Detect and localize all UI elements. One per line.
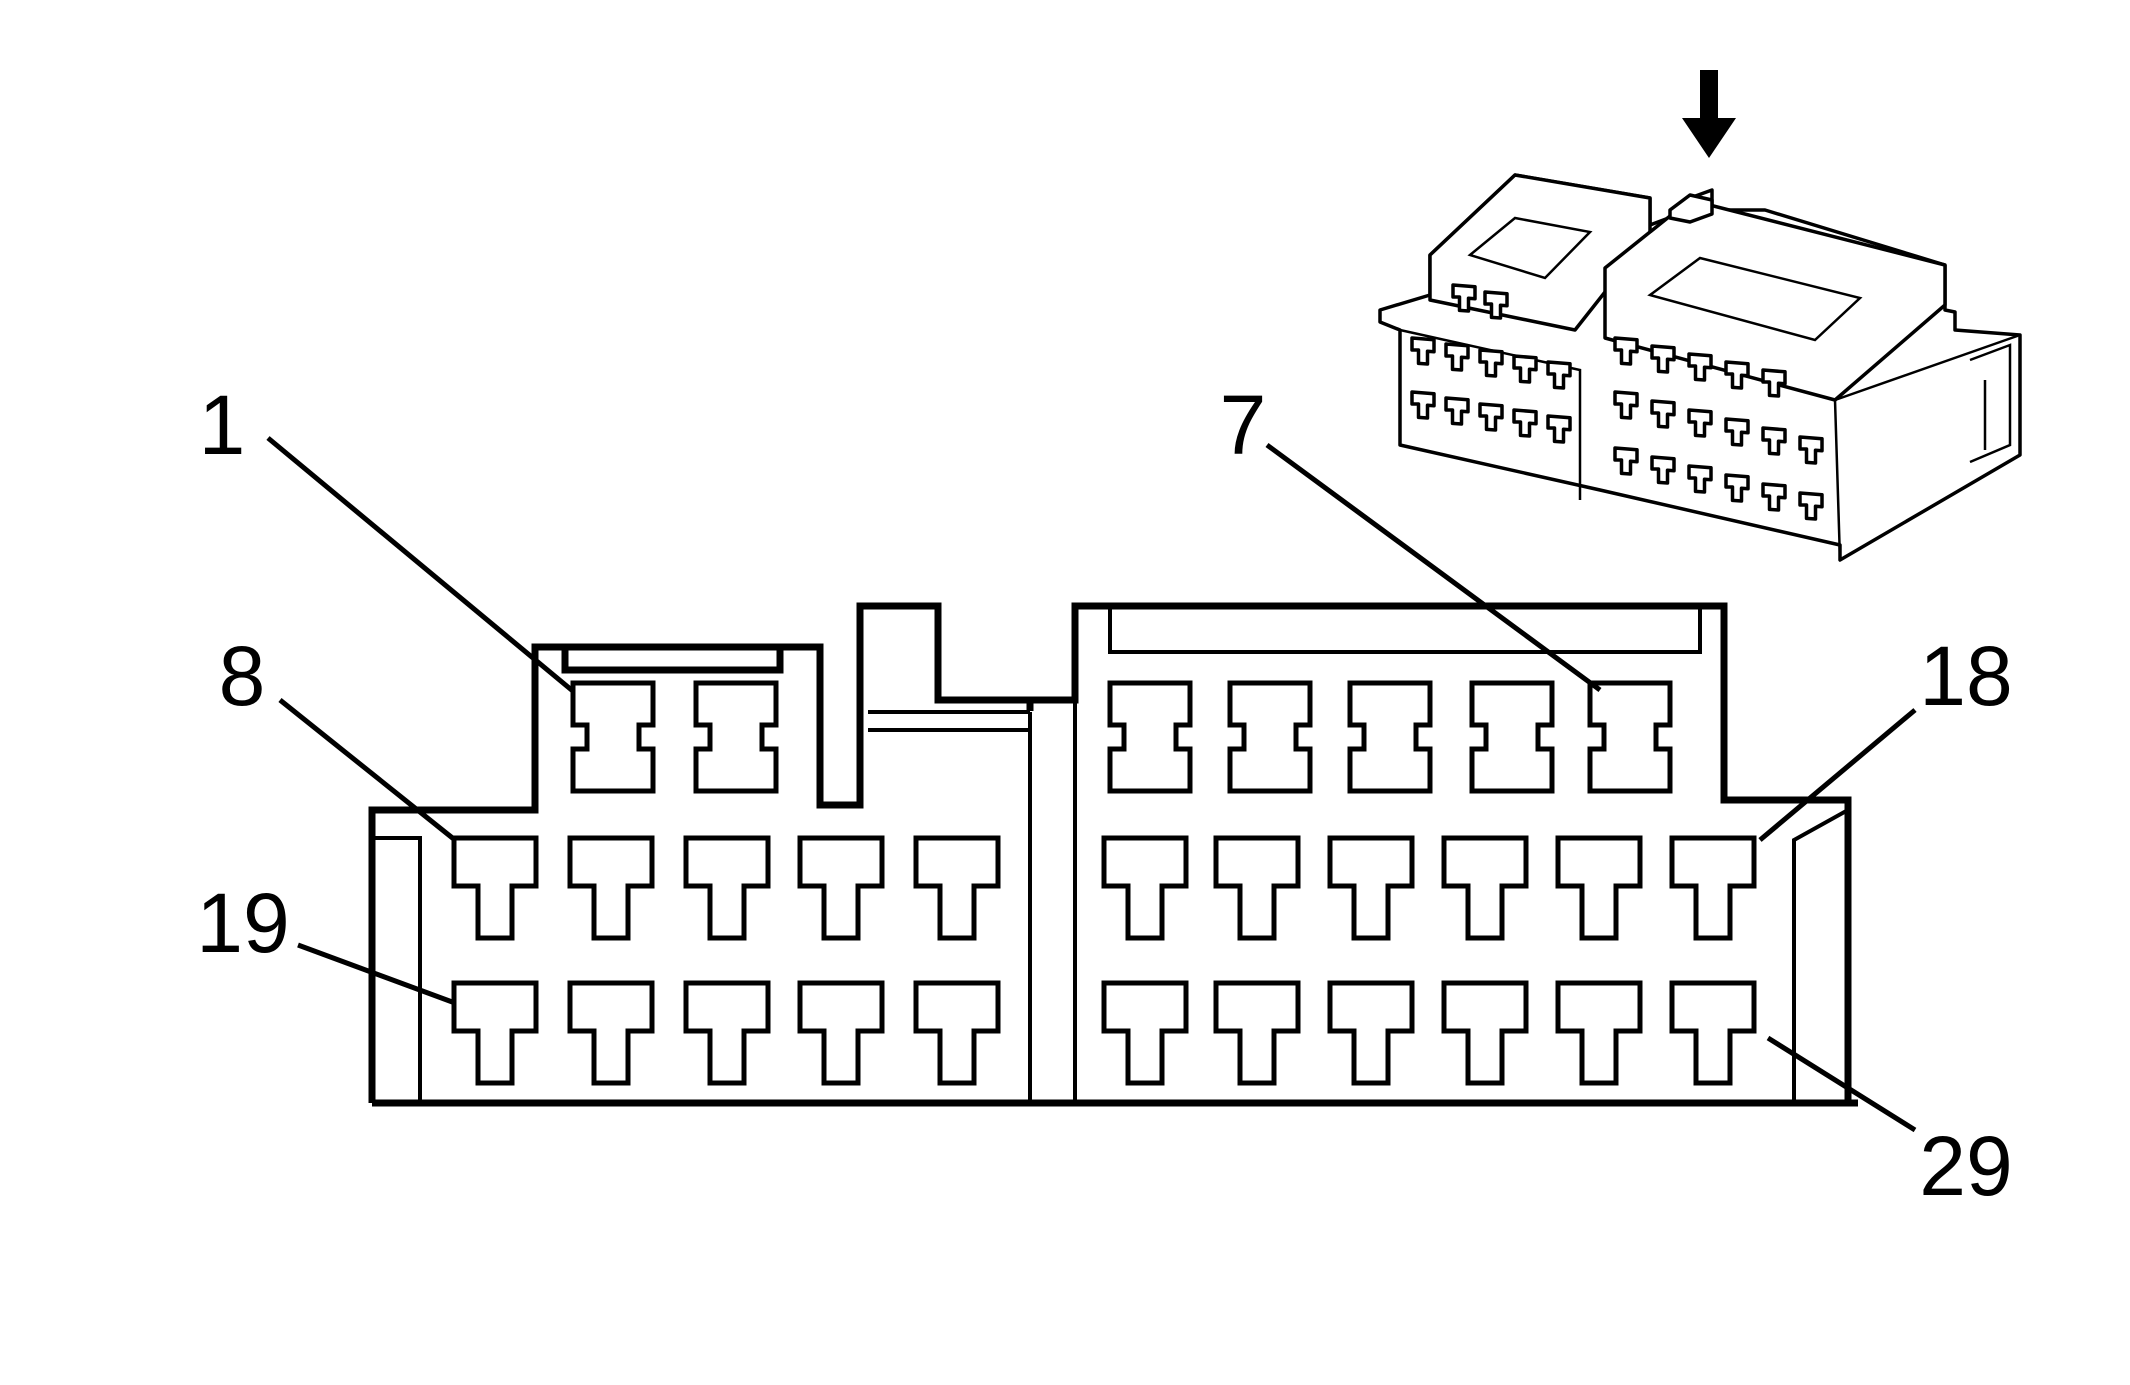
- cavity-upper: [1587, 680, 1673, 794]
- iso-cavity: [1761, 426, 1787, 456]
- connector-isometric-view: [1378, 70, 2022, 562]
- iso-cavity: [1444, 396, 1470, 426]
- cavity-terminal: [1555, 835, 1643, 941]
- label-pin-19: 19: [196, 876, 289, 970]
- iso-left-module-window: [1467, 216, 1593, 280]
- connector-housing-outline: [368, 602, 1858, 1107]
- cavity-grid: [451, 680, 1757, 1086]
- iso-cavity: [1546, 360, 1572, 390]
- cavity-terminal: [1213, 835, 1301, 941]
- cavity-terminal: [1101, 835, 1189, 941]
- cavity-upper: [1469, 680, 1555, 794]
- cavity-terminal: [1327, 980, 1415, 1086]
- right-block-recess: [1108, 606, 1702, 654]
- cavity-terminal: [1101, 980, 1189, 1086]
- leader-29: [1766, 1035, 1917, 1133]
- iso-cavity: [1478, 348, 1504, 378]
- iso-cavity: [1483, 290, 1509, 320]
- cavity-terminal: [683, 835, 771, 941]
- iso-cavity: [1546, 414, 1572, 444]
- center-divider: [868, 700, 1077, 1103]
- right-inner-wall: [1792, 808, 1849, 1103]
- iso-end-bracket: [1969, 343, 2012, 464]
- iso-cavity: [1512, 408, 1538, 438]
- leader-7: [1265, 442, 1602, 693]
- iso-latch: [1668, 193, 1714, 224]
- iso-cavity: [1613, 390, 1639, 420]
- iso-cavity: [1724, 360, 1750, 390]
- iso-cavity: [1512, 354, 1538, 384]
- iso-cavity: [1798, 491, 1824, 521]
- cavity-terminal: [451, 980, 539, 1086]
- iso-cavity: [1410, 336, 1436, 366]
- connector-front-face: [368, 602, 1858, 1107]
- leader-19: [297, 942, 456, 1006]
- cavity-upper: [1107, 680, 1193, 794]
- iso-cavity: [1451, 283, 1477, 313]
- iso-cavity: [1613, 446, 1639, 476]
- cavity-terminal: [1327, 835, 1415, 941]
- cavity-terminal: [1213, 980, 1301, 1086]
- iso-cavity: [1650, 455, 1676, 485]
- iso-cavity: [1687, 408, 1713, 438]
- iso-cavity: [1478, 402, 1504, 432]
- cavity-upper: [1347, 680, 1433, 794]
- iso-cavity: [1798, 435, 1824, 465]
- cavity-terminal: [1669, 835, 1757, 941]
- cavity-terminal: [1669, 980, 1757, 1086]
- cavity-upper: [1227, 680, 1313, 794]
- cavity-terminal: [797, 835, 885, 941]
- cavity-terminal: [567, 980, 655, 1086]
- iso-cavity: [1410, 390, 1436, 420]
- cavity-terminal: [913, 980, 1001, 1086]
- cavity-upper: [570, 680, 656, 794]
- leader-8: [278, 698, 457, 842]
- iso-cavity: [1724, 417, 1750, 447]
- iso-cavity: [1761, 482, 1787, 512]
- iso-front-face-left: [1399, 328, 1582, 500]
- cavity-terminal: [1555, 980, 1643, 1086]
- leader-1: [266, 436, 576, 694]
- cavity-upper: [693, 680, 779, 794]
- left-inner-wall: [372, 836, 422, 1103]
- label-pin-29: 29: [1919, 1119, 2012, 1213]
- iso-cavity: [1761, 368, 1787, 398]
- iso-cavity: [1650, 344, 1676, 374]
- leader-18: [1758, 708, 1917, 842]
- iso-front-face-right: [1604, 333, 2021, 561]
- label-pin-1: 1: [199, 378, 246, 472]
- label-pin-18: 18: [1919, 629, 2012, 723]
- iso-right-module-window: [1647, 256, 1863, 342]
- cavity-terminal: [1441, 835, 1529, 941]
- iso-cavity-grid: [1410, 283, 1824, 521]
- cavity-terminal: [451, 835, 539, 941]
- cavity-terminal: [797, 980, 885, 1086]
- cavity-terminal: [1441, 980, 1529, 1086]
- cavity-terminal: [913, 835, 1001, 941]
- left-block-top: [561, 647, 784, 674]
- label-pin-7: 7: [1220, 378, 1267, 472]
- leader-lines: [266, 436, 1917, 1133]
- cavity-terminal: [567, 835, 655, 941]
- label-pin-8: 8: [219, 629, 266, 723]
- iso-cavity: [1613, 336, 1639, 366]
- iso-cavity: [1650, 399, 1676, 429]
- iso-cavity: [1687, 352, 1713, 382]
- iso-cavity: [1724, 473, 1750, 503]
- down-arrow-icon: [1682, 70, 1736, 158]
- pin-labels: 1 7 8 18 19 29: [196, 378, 2012, 1213]
- iso-cavity: [1444, 342, 1470, 372]
- iso-cavity: [1687, 464, 1713, 494]
- cavity-terminal: [683, 980, 771, 1086]
